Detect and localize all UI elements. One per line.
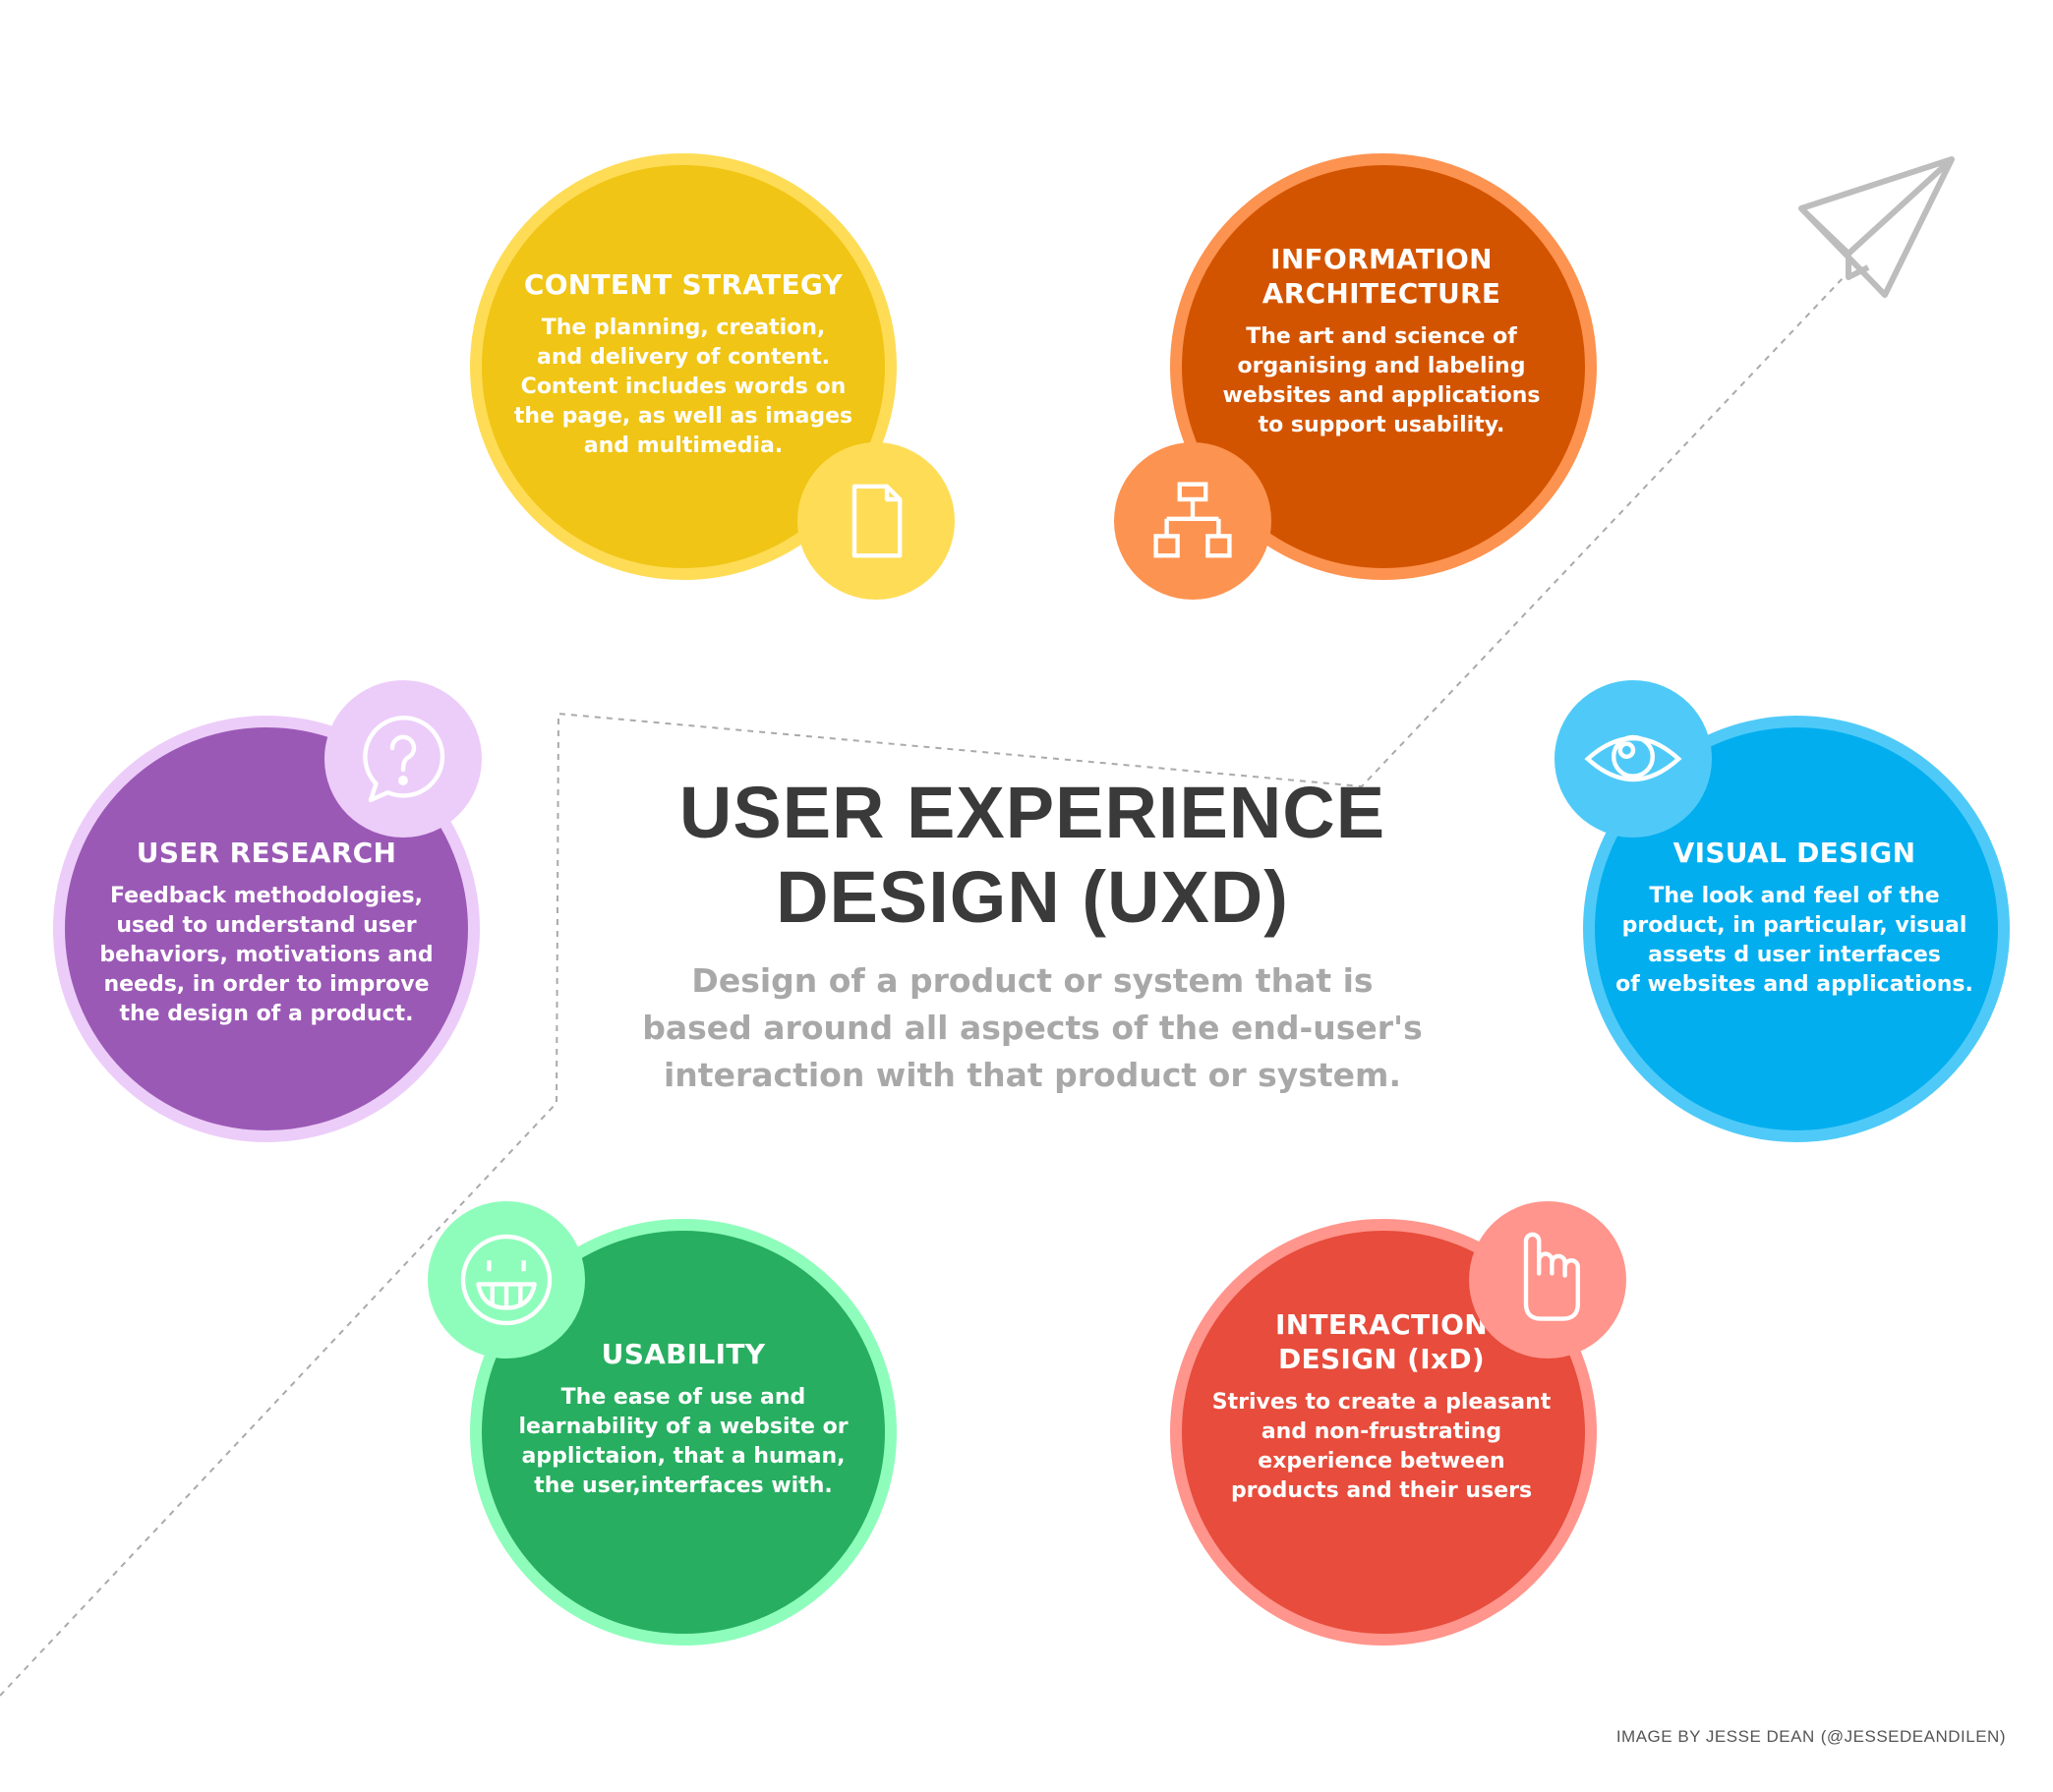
- page-title: USER EXPERIENCE DESIGN (UXD): [629, 771, 1436, 940]
- body-line: The look and feel of the: [1649, 884, 1940, 908]
- visual-design-badge: [1554, 680, 1712, 838]
- body-line: used to understand user: [116, 913, 417, 938]
- title-line: USER RESEARCH: [136, 837, 397, 869]
- body-line: The art and science of: [1246, 324, 1517, 349]
- information-architecture-title: INFORMATION ARCHITECTURE: [1198, 242, 1565, 311]
- title-line: VISUAL DESIGN: [1672, 837, 1916, 869]
- body-line: and non-frustrating: [1261, 1419, 1502, 1444]
- body-line: needs, in order to improve: [103, 972, 430, 997]
- body-line: websites and applications: [1222, 383, 1541, 408]
- visual-design-text: VISUAL DESIGN The look and feel of the p…: [1611, 836, 1978, 1000]
- body-line: experience between: [1258, 1449, 1505, 1474]
- body-line: applictaion, that a human,: [521, 1444, 846, 1469]
- title-line: CONTENT STRATEGY: [523, 268, 844, 301]
- interaction-design-text: INTERACTION DESIGN (IxD) Strives to crea…: [1198, 1307, 1565, 1506]
- body-line: Strives to create a pleasant: [1211, 1390, 1552, 1415]
- information-architecture-description: The art and science of organising and la…: [1198, 322, 1565, 440]
- body-line: Content includes words on: [520, 375, 847, 399]
- title-line: USABILITY: [601, 1338, 766, 1370]
- paper-plane-icon: [1798, 156, 1955, 298]
- eye-icon: [1584, 734, 1682, 781]
- credit-handle: (@JESSEDEANDILEN): [1820, 1727, 2006, 1746]
- body-line: the user,interfaces with.: [534, 1474, 833, 1498]
- question-bubble-icon: [363, 715, 445, 802]
- body-line: Feedback methodologies,: [110, 884, 423, 908]
- pointing-hand-icon: [1523, 1232, 1580, 1321]
- content-strategy-description: The planning, creation, and delivery of …: [499, 314, 867, 461]
- usability-badge: [428, 1201, 585, 1358]
- usability-text: USABILITY The ease of use and learnabili…: [499, 1337, 867, 1501]
- body-line: The planning, creation,: [541, 316, 826, 340]
- body-line: and multimedia.: [583, 434, 784, 458]
- title-line: INFORMATION: [1270, 243, 1493, 275]
- body-line: organising and labeling: [1237, 354, 1526, 378]
- content-strategy-title: CONTENT STRATEGY: [499, 267, 867, 302]
- body-line: to support usability.: [1258, 413, 1505, 437]
- body-line: the page, as well as images: [513, 404, 853, 429]
- content-strategy-text: CONTENT STRATEGY The planning, creation,…: [499, 267, 867, 461]
- sitemap-icon: [1153, 482, 1232, 558]
- user-research-title: USER RESEARCH: [83, 836, 450, 870]
- usability-description: The ease of use and learnability of a we…: [499, 1383, 867, 1501]
- subtitle-line: Design of a product or system that is: [691, 961, 1374, 1000]
- usability-title: USABILITY: [499, 1337, 867, 1371]
- title-line: DESIGN (IxD): [1277, 1343, 1486, 1375]
- subtitle-line: based around all aspects of the end-user…: [642, 1009, 1423, 1047]
- body-line: the design of a product.: [119, 1002, 414, 1026]
- title-line: ARCHITECTURE: [1261, 277, 1501, 310]
- user-research-badge: [324, 680, 482, 838]
- interaction-design-badge: [1469, 1201, 1626, 1358]
- image-credit: IMAGE BY JESSE DEAN (@JESSEDEANDILEN): [1616, 1727, 2006, 1747]
- visual-design-title: VISUAL DESIGN: [1611, 836, 1978, 870]
- user-research-description: Feedback methodologies, used to understa…: [83, 882, 450, 1029]
- grin-face-icon: [460, 1234, 553, 1326]
- page-subtitle: Design of a product or system that is ba…: [629, 957, 1436, 1099]
- information-architecture-text: INFORMATION ARCHITECTURE The art and sci…: [1198, 242, 1565, 440]
- information-architecture-badge: [1114, 442, 1271, 600]
- body-line: The ease of use and: [560, 1385, 806, 1410]
- title-line: USER EXPERIENCE: [678, 772, 1386, 853]
- document-icon: [851, 484, 903, 558]
- body-line: of websites and applications.: [1615, 972, 1973, 997]
- title-line: DESIGN (UXD): [776, 856, 1289, 938]
- body-line: assets d user interfaces: [1648, 943, 1941, 967]
- body-line: learnability of a website or: [518, 1415, 849, 1439]
- title-line: INTERACTION: [1275, 1308, 1488, 1341]
- center-block: USER EXPERIENCE DESIGN (UXD) Design of a…: [629, 771, 1436, 1099]
- body-line: behaviors, motivations and: [99, 943, 434, 967]
- body-line: product, in particular, visual: [1621, 913, 1967, 938]
- credit-label: IMAGE BY JESSE DEAN: [1615, 1727, 1815, 1746]
- interaction-design-description: Strives to create a pleasant and non-fru…: [1198, 1388, 1565, 1506]
- body-line: and delivery of content.: [537, 345, 830, 370]
- body-line: products and their users: [1230, 1478, 1533, 1503]
- user-research-text: USER RESEARCH Feedback methodologies, us…: [83, 836, 450, 1029]
- flight-path: [0, 276, 1845, 1697]
- subtitle-line: interaction with that product or system.: [664, 1056, 1401, 1094]
- content-strategy-badge: [797, 442, 955, 600]
- visual-design-description: The look and feel of the product, in par…: [1611, 882, 1978, 1000]
- interaction-design-title: INTERACTION DESIGN (IxD): [1198, 1307, 1565, 1376]
